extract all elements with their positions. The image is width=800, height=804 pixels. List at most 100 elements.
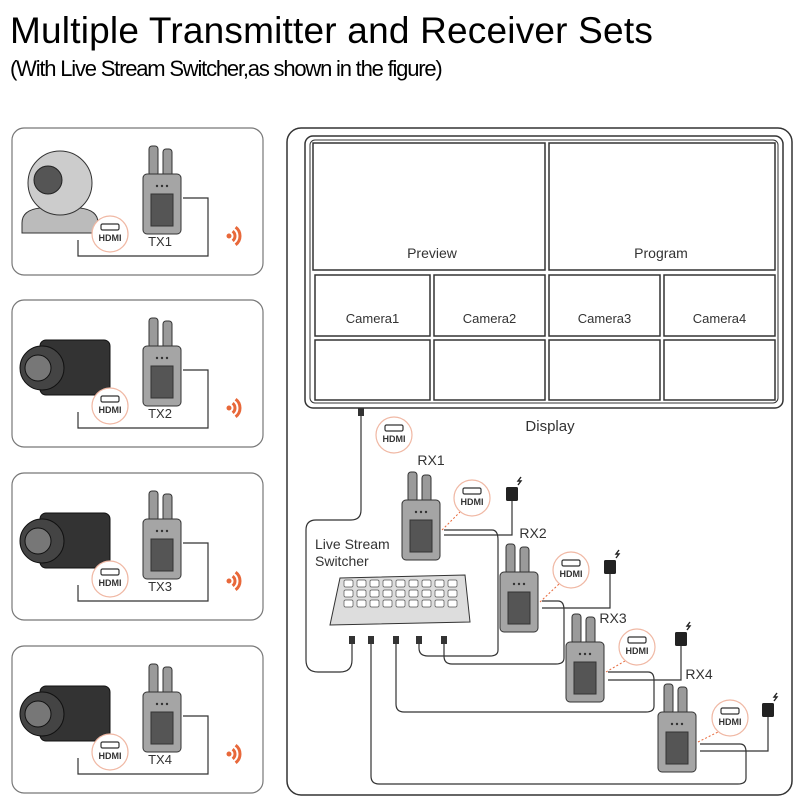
lightning-icon — [772, 692, 779, 702]
camcorder-icon — [19, 512, 111, 569]
empty-pane — [314, 339, 431, 401]
switcher-label-line1: Live Stream — [315, 536, 390, 552]
camera-pane-3 — [548, 274, 661, 337]
power-adapter-icon — [608, 621, 692, 681]
hdmi-label: HDMI — [99, 405, 122, 415]
wireless-signal-icon — [226, 744, 242, 764]
transmitter-device — [142, 490, 182, 580]
rx-label: RX2 — [519, 525, 546, 541]
empty-pane — [663, 339, 776, 401]
switcher-port — [441, 636, 447, 644]
hdmi-label: HDMI — [99, 233, 122, 243]
hdmi-badge: HDMI — [91, 387, 129, 425]
hdmi-badge: HDMI — [375, 416, 413, 454]
tx-label: TX1 — [148, 234, 172, 249]
hdmi-badge: HDMI — [91, 733, 129, 771]
transmitter-panel-1: HDMI TX1 — [11, 127, 264, 276]
hdmi-label: HDMI — [383, 434, 406, 444]
transmitter-device — [142, 663, 182, 753]
rx-label: RX4 — [685, 666, 712, 682]
power-cable — [608, 646, 682, 681]
switcher-port — [393, 636, 399, 644]
power-cable — [542, 574, 611, 609]
program-label: Program — [634, 245, 688, 261]
camera-pane-2 — [433, 274, 546, 337]
empty-pane — [433, 339, 546, 401]
hdmi-badge: HDMI — [552, 551, 590, 589]
camera-label: Camera3 — [578, 311, 631, 326]
hdmi-label: HDMI — [560, 569, 583, 579]
hdmi-cable — [443, 600, 565, 665]
power-cable — [444, 501, 513, 536]
hdmi-cable — [418, 529, 499, 657]
power-adapter-icon — [542, 549, 621, 609]
tx-label: TX3 — [148, 579, 172, 594]
switcher-label-line2: Switcher — [315, 553, 369, 569]
lightning-icon — [614, 549, 621, 559]
transmitter-panel-4: HDMI TX4 — [11, 645, 264, 794]
wireless-signal-icon — [226, 226, 242, 246]
dslr-camera-icon — [19, 339, 111, 396]
hdmi-badge: HDMI — [711, 699, 749, 737]
rx-label: RX3 — [599, 610, 626, 626]
preview-pane — [312, 142, 546, 271]
tx-label: TX2 — [148, 406, 172, 421]
receiver-device — [565, 613, 605, 703]
display-label: Display — [525, 418, 575, 435]
receiver-device — [499, 543, 539, 633]
hdmi-port-icon — [561, 559, 581, 567]
rx-label: RX1 — [417, 452, 444, 468]
hdmi-label: HDMI — [99, 578, 122, 588]
camera-label: Camera4 — [693, 311, 746, 326]
hdmi-port-icon — [100, 223, 120, 231]
receiver-device — [401, 471, 441, 561]
hdmi-badge: HDMI — [453, 479, 491, 517]
hdmi-badge: HDMI — [91, 560, 129, 598]
hdmi-cable — [77, 369, 209, 429]
wireless-signal-icon — [226, 571, 242, 591]
camera-pane-1 — [314, 274, 431, 337]
hdmi-badge: HDMI — [91, 215, 129, 253]
page-subtitle: (With Live Stream Switcher,as shown in t… — [10, 56, 443, 81]
hdmi-port-icon — [100, 395, 120, 403]
transmitter-panel-3: HDMI TX3 — [11, 472, 264, 621]
lightning-icon — [516, 476, 523, 486]
transmitter-device — [142, 317, 182, 407]
camera-label: Camera2 — [463, 311, 516, 326]
hdmi-cable — [395, 644, 655, 713]
lightning-icon — [685, 621, 692, 631]
switcher-port — [416, 636, 422, 644]
cinema-camera-icon — [19, 685, 111, 742]
hdmi-port-icon — [627, 636, 647, 644]
program-pane — [548, 142, 776, 271]
hdmi-port-icon — [100, 741, 120, 749]
receiver-device — [657, 683, 697, 773]
camera-label: Camera1 — [346, 311, 399, 326]
hdmi-cable — [77, 542, 209, 602]
transmitter-device — [142, 145, 182, 235]
wireless-signal-icon — [226, 398, 242, 418]
empty-pane — [548, 339, 661, 401]
ptz-camera-icon — [21, 150, 99, 234]
switcher-port — [368, 636, 374, 644]
power-adapter-icon — [444, 476, 523, 536]
power-adapter-icon — [700, 692, 779, 752]
display-hdmi-cable — [305, 412, 362, 673]
hdmi-label: HDMI — [626, 646, 649, 656]
hdmi-label: HDMI — [719, 717, 742, 727]
hdmi-port-icon — [384, 424, 404, 432]
hdmi-label: HDMI — [99, 751, 122, 761]
hdmi-cable — [77, 197, 209, 257]
tx-label: TX4 — [148, 752, 172, 767]
transmitter-panel-2: HDMI TX2 — [11, 299, 264, 448]
live-stream-switcher — [329, 574, 471, 626]
hdmi-port-icon — [720, 707, 740, 715]
hdmi-port-icon — [462, 487, 482, 495]
hdmi-cable — [370, 644, 747, 785]
